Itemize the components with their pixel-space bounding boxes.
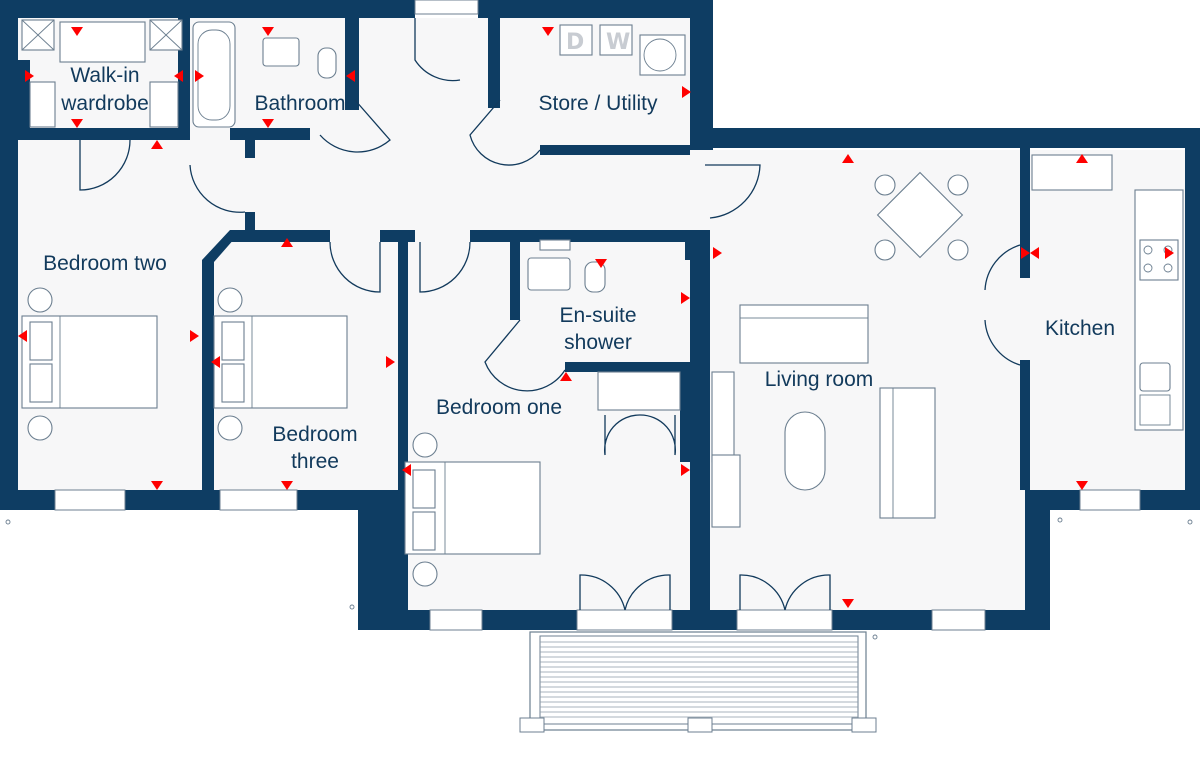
room-bedroom-one: Bedroom one — [436, 396, 562, 419]
power-marker — [195, 70, 204, 82]
room-bedroom-three-line1: Bedroom — [272, 423, 357, 446]
room-bedroom-two: Bedroom two — [43, 252, 167, 275]
markers — [18, 27, 1174, 608]
power-marker — [71, 27, 83, 36]
room-bedroom-three-line2: three — [291, 450, 339, 473]
power-marker — [842, 599, 854, 608]
power-marker — [281, 481, 293, 490]
power-marker — [211, 356, 220, 368]
floor-fill — [18, 18, 1185, 610]
power-marker — [1076, 154, 1088, 163]
room-en-suite-line1: En-suite — [559, 304, 636, 327]
power-marker — [18, 330, 27, 342]
power-marker — [1030, 247, 1039, 259]
room-labels: Walk-in wardrobe Bathroom Store / Utilit… — [43, 64, 1115, 473]
fixtures: D W — [5, 19, 1193, 640]
power-marker — [681, 464, 690, 476]
power-marker — [174, 70, 183, 82]
room-living-room: Living room — [765, 368, 874, 391]
power-marker — [25, 70, 34, 82]
power-marker — [151, 481, 163, 490]
power-marker — [842, 154, 854, 163]
power-marker — [386, 356, 395, 368]
room-walk-in-wardrobe-line1: Walk-in — [70, 64, 139, 87]
power-marker — [713, 247, 722, 259]
doors — [79, 18, 1021, 611]
walls — [0, 0, 1200, 630]
power-marker — [542, 27, 554, 36]
balcony-deck — [519, 631, 877, 733]
power-marker — [560, 372, 572, 381]
windows — [54, 0, 1141, 631]
power-marker — [595, 259, 607, 268]
washer-label: W — [606, 30, 630, 55]
power-marker — [262, 119, 274, 128]
power-marker — [1165, 247, 1174, 259]
power-marker — [281, 238, 293, 247]
power-marker — [71, 119, 83, 128]
power-marker — [262, 27, 274, 36]
power-marker — [681, 292, 690, 304]
room-walk-in-wardrobe-line2: wardrobe — [60, 92, 149, 115]
power-marker — [1021, 247, 1030, 259]
power-marker — [151, 140, 163, 149]
room-en-suite-line2: shower — [564, 331, 632, 354]
power-marker — [402, 464, 411, 476]
room-store-utility: Store / Utility — [538, 92, 658, 115]
dishwasher-label: D — [566, 30, 584, 55]
power-marker — [346, 70, 355, 82]
power-marker — [190, 330, 199, 342]
power-marker — [682, 86, 691, 98]
room-bathroom: Bathroom — [254, 92, 345, 115]
room-kitchen: Kitchen — [1045, 317, 1115, 340]
power-marker — [1076, 481, 1088, 490]
